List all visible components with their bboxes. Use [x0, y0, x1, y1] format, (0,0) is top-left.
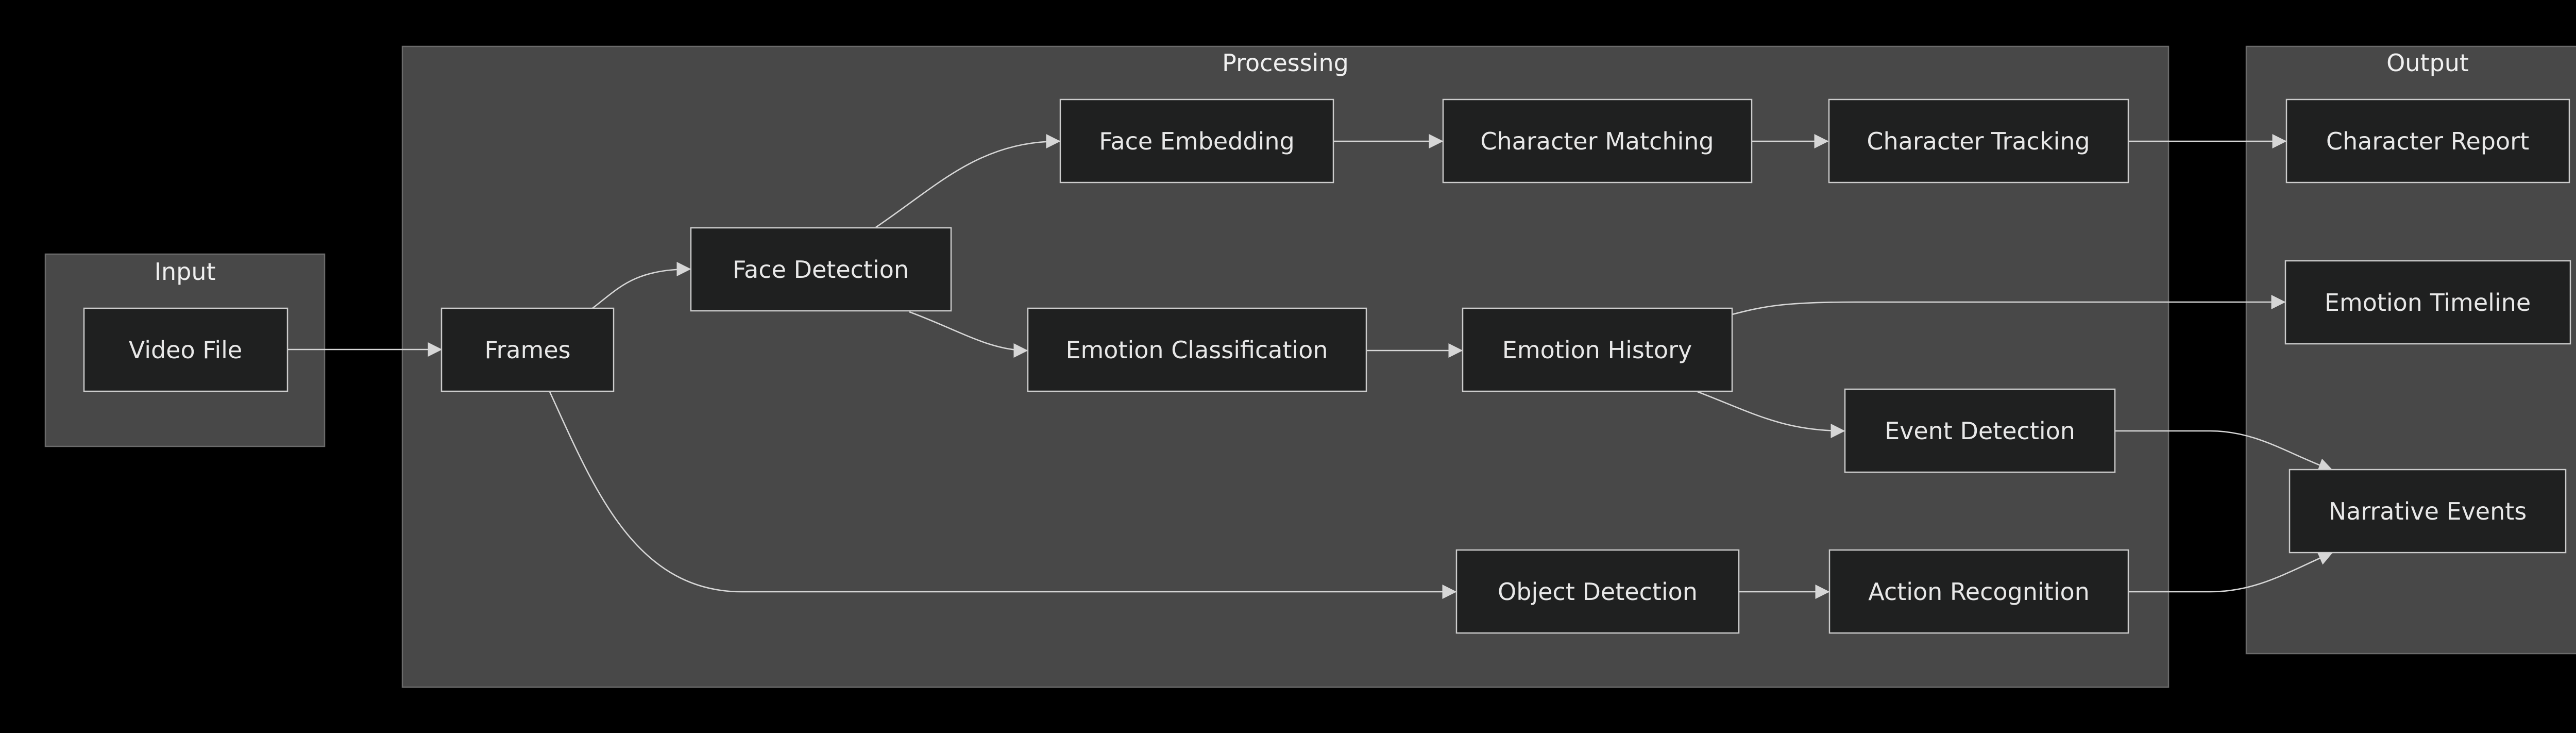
node-object-detection[interactable]: Object Detection	[1455, 549, 1740, 634]
node-object-detection-label: Object Detection	[1498, 578, 1698, 606]
node-narrative-events-label: Narrative Events	[2329, 497, 2527, 525]
cluster-output-label: Output	[2386, 49, 2469, 77]
node-emotion-timeline-label: Emotion Timeline	[2325, 289, 2531, 316]
node-character-matching[interactable]: Character Matching	[1442, 98, 1753, 184]
cluster-processing-label: Processing	[1222, 49, 1349, 77]
node-video-file[interactable]: Video File	[83, 307, 289, 392]
edge-frames-to-face-detection	[592, 262, 691, 309]
node-event-detection[interactable]: Event Detection	[1844, 388, 2116, 473]
edge-event-detection-to-narrative-events	[2115, 430, 2333, 472]
node-character-tracking[interactable]: Character Tracking	[1828, 98, 2129, 184]
node-character-matching-label: Character Matching	[1480, 127, 1714, 155]
node-character-report[interactable]: Character Report	[2285, 98, 2570, 184]
edge-face-detection-to-face-embedding	[875, 134, 1061, 228]
node-frames-label: Frames	[484, 336, 570, 364]
node-emotion-history[interactable]: Emotion History	[1462, 307, 1733, 392]
node-action-recognition[interactable]: Action Recognition	[1828, 549, 2129, 634]
node-face-detection[interactable]: Face Detection	[690, 227, 952, 312]
node-face-embedding-label: Face Embedding	[1099, 127, 1295, 155]
node-character-tracking-label: Character Tracking	[1867, 127, 2090, 155]
edge-action-recognition-to-narrative-events	[2128, 551, 2333, 593]
node-event-detection-label: Event Detection	[1885, 417, 2075, 445]
node-emotion-timeline[interactable]: Emotion Timeline	[2284, 260, 2571, 345]
edge-emotion-history-to-emotion-timeline	[1732, 295, 2286, 315]
node-character-report-label: Character Report	[2326, 127, 2529, 155]
edge-face-detection-to-emotion-classification	[909, 311, 1028, 358]
node-emotion-history-label: Emotion History	[1502, 336, 1692, 364]
node-frames[interactable]: Frames	[440, 307, 615, 392]
node-emotion-classification-label: Emotion Classification	[1065, 336, 1328, 364]
cluster-input-label: Input	[154, 258, 215, 286]
node-video-file-label: Video File	[129, 336, 242, 364]
node-action-recognition-label: Action Recognition	[1868, 578, 2090, 606]
node-face-detection-label: Face Detection	[733, 256, 909, 284]
edge-emotion-history-to-event-detection	[1697, 391, 1845, 438]
edges	[287, 134, 2333, 599]
edge-frames-to-object-detection	[549, 391, 1457, 599]
nodes: Video File Frames Face Detection Face Em…	[83, 98, 2571, 634]
node-face-embedding[interactable]: Face Embedding	[1059, 98, 1334, 184]
node-emotion-classification[interactable]: Emotion Classification	[1027, 307, 1367, 392]
node-narrative-events[interactable]: Narrative Events	[2289, 469, 2567, 554]
